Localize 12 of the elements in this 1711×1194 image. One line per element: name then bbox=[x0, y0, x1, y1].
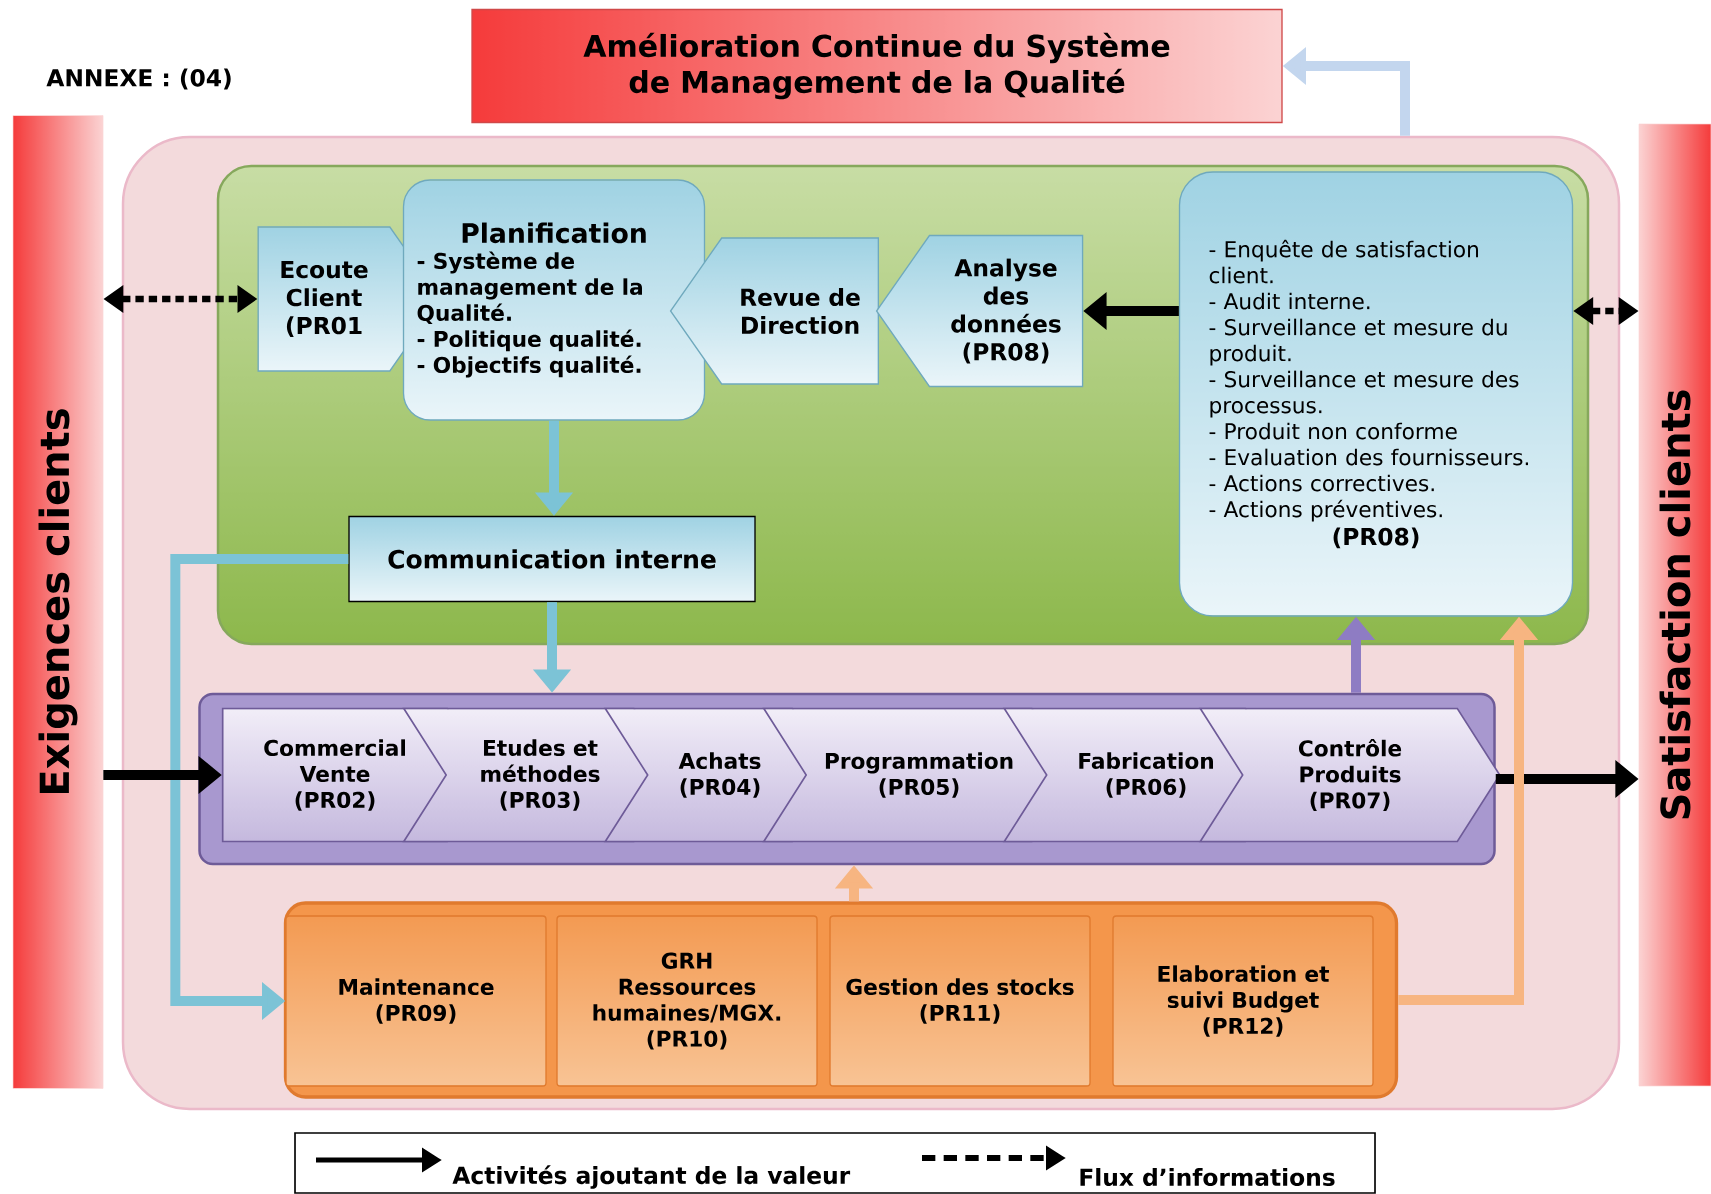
side-bar: Exigences clients bbox=[12, 115, 104, 1089]
title-box: Amélioration Continue du Système de Management de la Qualité bbox=[471, 8, 1283, 124]
note-box: - Enquête de satisfaction client. - Audit interne. - Surveillance et mesure du produit. - Surveillance et mesure des processus. - Produit non conforme - Evaluation des fournisseurs. - Actions correctives. - Actions préventives. (PR08) bbox=[1178, 171, 1574, 617]
side-bar: Satisfaction clients bbox=[1638, 123, 1711, 1087]
annex-label: ANNEXE : (04) bbox=[46, 68, 231, 90]
legend-text: Activités ajoutant de la valeur bbox=[452, 1165, 851, 1189]
process-box: Elaboration et suivi Budget (PR12) bbox=[1112, 915, 1374, 1087]
process-box: Gestion des stocks (PR11) bbox=[829, 915, 1091, 1087]
legend-text: Flux d’informations bbox=[1080, 1168, 1335, 1187]
process-box: Maintenance (PR09) bbox=[285, 915, 547, 1087]
process-box: GRH Ressources humaines/MGX. (PR10) bbox=[556, 915, 818, 1087]
process-box: Communication interne bbox=[348, 515, 756, 603]
